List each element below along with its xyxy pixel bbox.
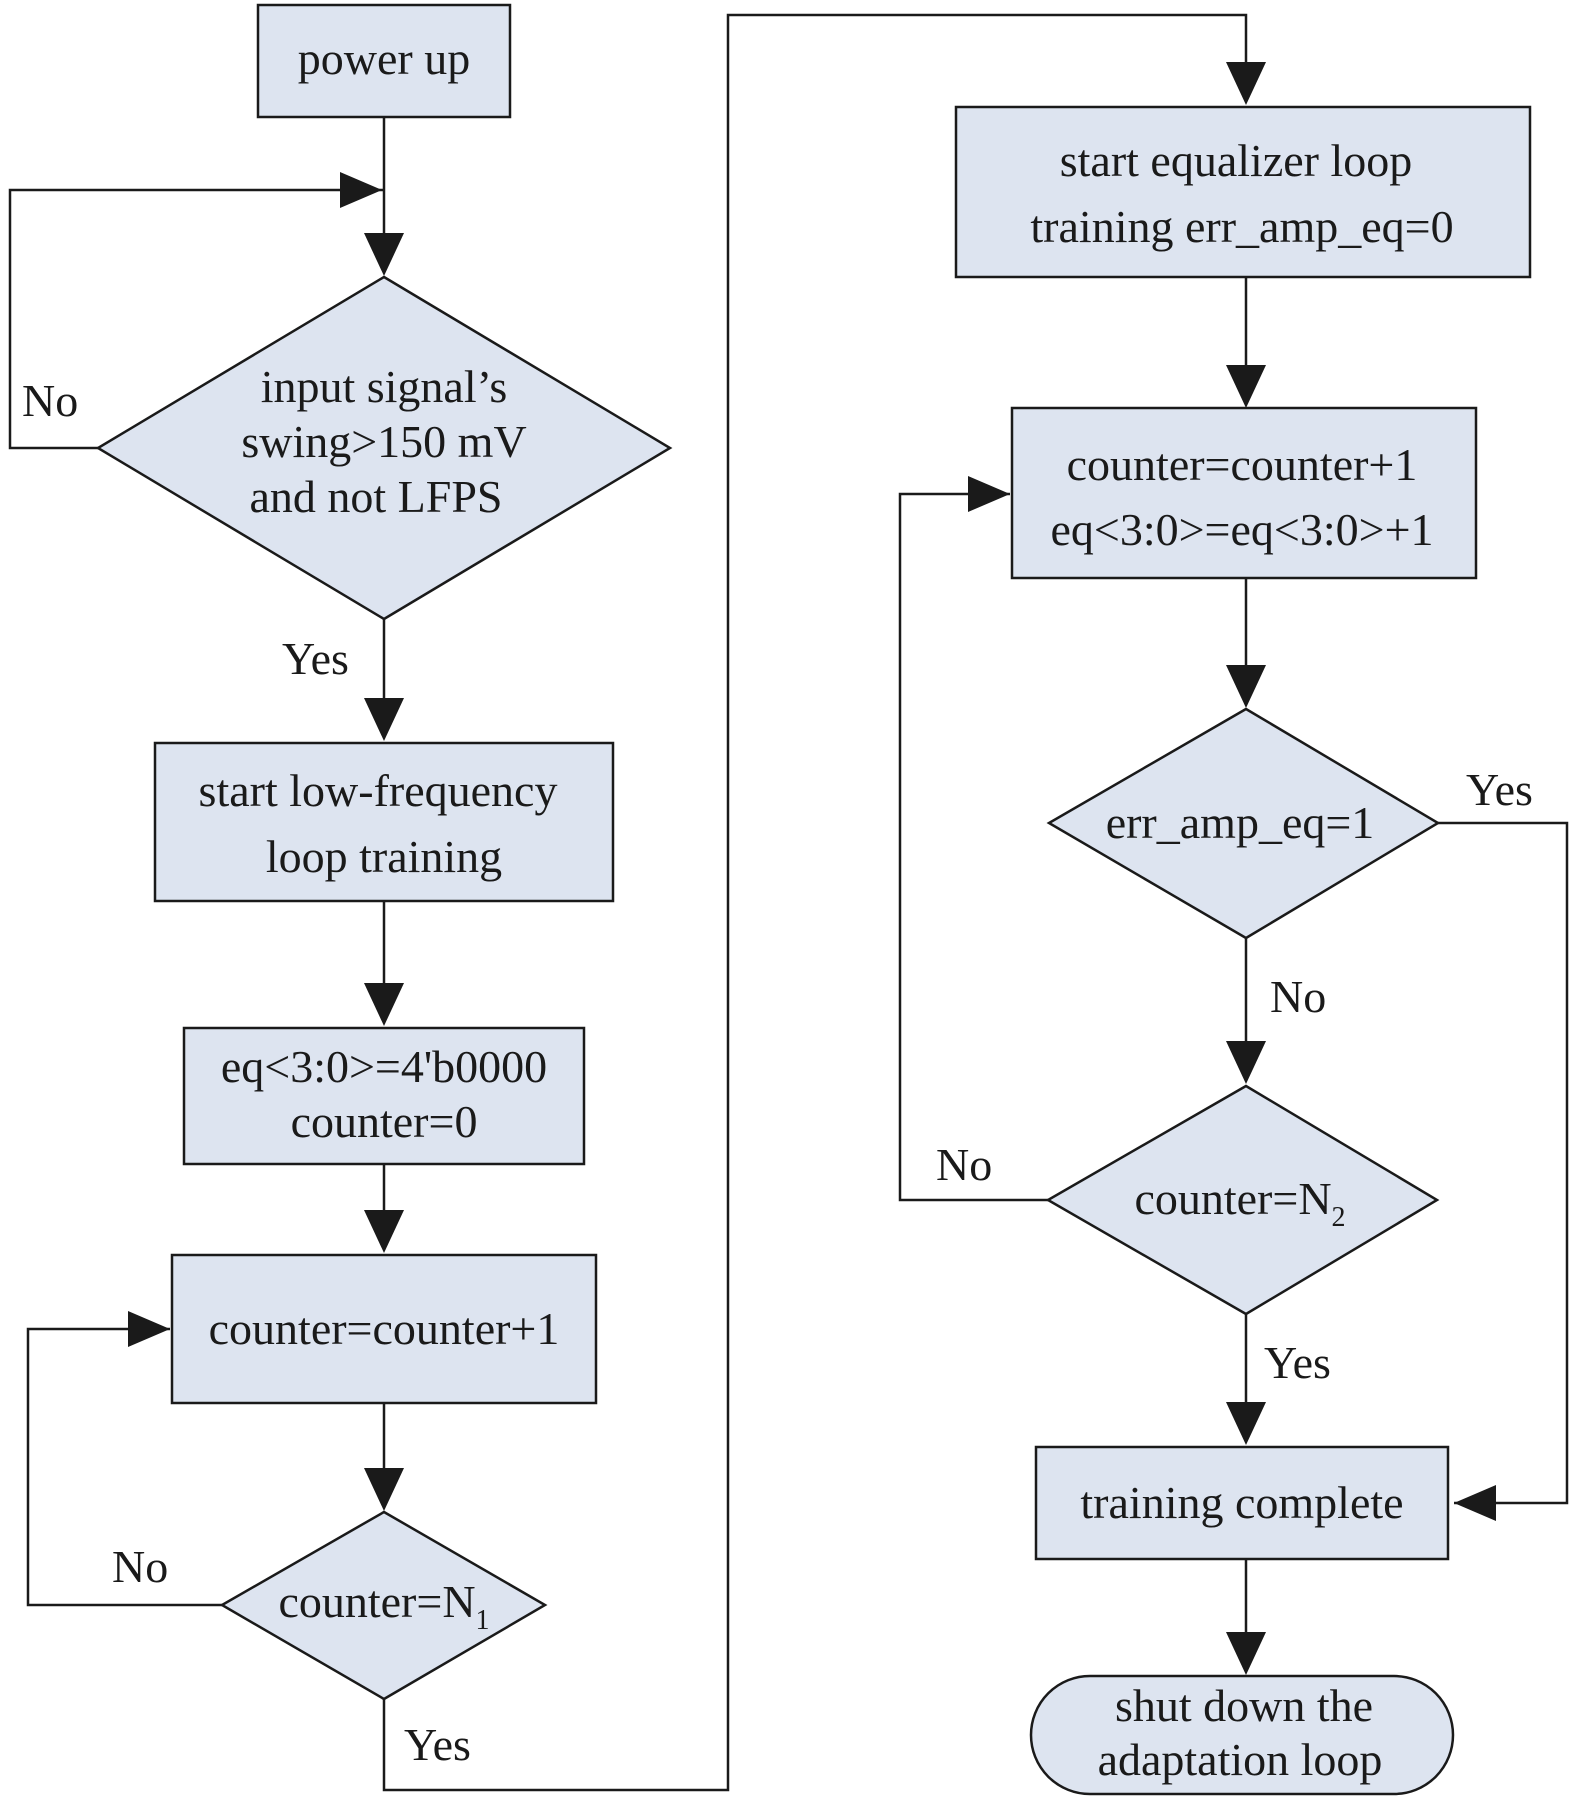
arrowhead-n1 <box>364 1468 404 1511</box>
init-eq-box <box>182 1026 586 1166</box>
arrowhead-eq-training <box>1226 62 1266 105</box>
swing-check-line-2: swing>150 mV <box>241 416 526 467</box>
arrowhead-counter-n2 <box>1226 1041 1266 1084</box>
arrowhead-err-yes <box>1454 1485 1496 1521</box>
arrowhead-swing-top <box>364 233 404 276</box>
swing-yes-label: Yes <box>282 633 349 684</box>
lf-training-line-2: loop training <box>266 831 502 882</box>
counter-n2-label: counter=N2 <box>1134 1173 1345 1233</box>
eq-training-line-1: start equalizer loop <box>1060 135 1413 186</box>
shutdown-terminator <box>1029 1674 1455 1796</box>
n2-yes-label: Yes <box>1264 1337 1331 1388</box>
arrowhead-lf-training <box>364 698 404 741</box>
power-up-box <box>256 3 512 119</box>
edge-n1-yes-to-eq-training <box>382 13 1248 1792</box>
n2-no-label: No <box>936 1139 992 1190</box>
edge-n2-no-loop <box>898 492 1048 1202</box>
swing-check-line-1: input signal’s <box>261 361 508 412</box>
arrowhead-n2-no <box>968 476 1010 512</box>
swing-check-line-3: and not LFPS <box>249 471 502 522</box>
counter-inc-2-box <box>1010 406 1478 580</box>
counter-inc-1-label: counter=counter+1 <box>209 1303 560 1354</box>
counter-inc-2-line-2: eq<3:0>=eq<3:0>+1 <box>1050 504 1433 555</box>
power-up-label: power up <box>298 33 470 84</box>
training-complete-box <box>1034 1445 1450 1561</box>
eq-training-box <box>954 105 1532 279</box>
swing-no-label: No <box>22 375 78 426</box>
n1-no-label: No <box>112 1541 168 1592</box>
arrowhead-counter-inc-1 <box>364 1210 404 1253</box>
counter-n1-label: counter=N1 <box>278 1576 489 1636</box>
init-eq-line-1: eq<3:0>=4'b0000 <box>221 1041 547 1092</box>
lf-training-box <box>153 741 615 903</box>
edge-err-yes-to-complete <box>1438 821 1569 1505</box>
lf-training-line-1: start low-frequency <box>199 765 558 816</box>
shutdown-line-2: adaptation loop <box>1098 1734 1383 1785</box>
counter-inc-2-line-1: counter=counter+1 <box>1067 439 1418 490</box>
arrowhead-init-eq <box>364 983 404 1026</box>
counter-inc-1-box <box>170 1253 598 1405</box>
edge-n1-no-loop <box>26 1327 222 1607</box>
arrowhead-shutdown <box>1226 1632 1266 1675</box>
err-yes-label: Yes <box>1466 764 1533 815</box>
edge-swing-no-loop <box>8 188 384 450</box>
n1-yes-label: Yes <box>404 1719 471 1770</box>
init-eq-line-2: counter=0 <box>291 1096 478 1147</box>
err-check-label: err_amp_eq=1 <box>1106 797 1375 848</box>
arrowhead-complete <box>1226 1402 1266 1445</box>
err-no-label: No <box>1270 971 1326 1022</box>
arrowhead-counter-inc-2 <box>1226 365 1266 408</box>
training-complete-label: training complete <box>1080 1477 1403 1528</box>
shutdown-line-1: shut down the <box>1115 1680 1373 1731</box>
arrowhead-err-check <box>1226 665 1266 708</box>
eq-training-line-2: training err_amp_eq=0 <box>1030 201 1453 252</box>
arrowhead-n1-no <box>128 1311 170 1347</box>
arrowhead-swing-no <box>340 172 382 208</box>
